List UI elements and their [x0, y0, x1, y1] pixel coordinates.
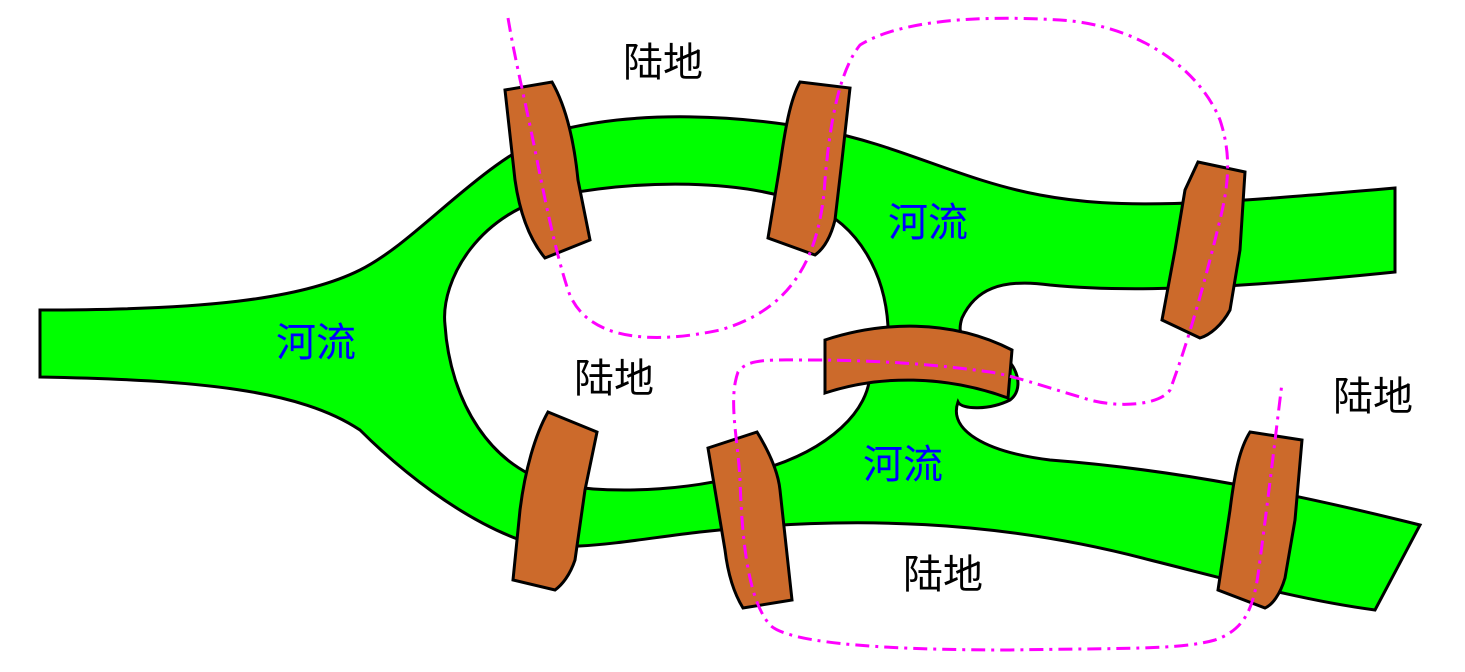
bridge-bottom-middle	[706, 430, 794, 610]
land-label-top: 陆地	[623, 40, 703, 86]
bridge-top-middle	[766, 80, 852, 257]
river-label-lower: 河流	[863, 442, 943, 488]
bridge-bottom-left	[511, 410, 599, 592]
walking-route-upper	[506, 16, 1284, 652]
bridge-upper-right	[1160, 160, 1247, 340]
bridge-top-left	[503, 80, 592, 260]
land-label-center: 陆地	[574, 356, 654, 402]
land-label-right: 陆地	[1333, 374, 1413, 420]
bridge-lower-right	[1216, 430, 1304, 610]
bridge-center	[823, 324, 1014, 401]
river-label-left: 河流	[276, 320, 356, 366]
river-label-upper: 河流	[888, 200, 968, 246]
land-label-bottom: 陆地	[903, 552, 983, 598]
